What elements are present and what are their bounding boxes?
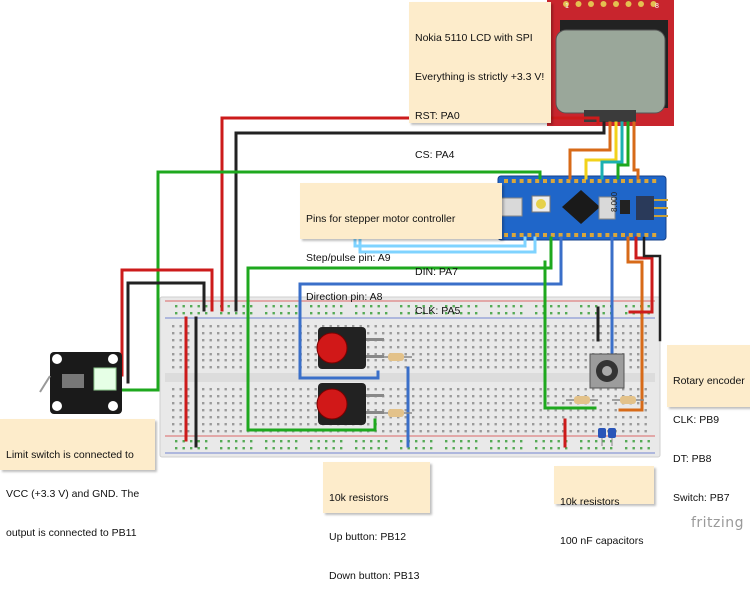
- note-stepper-line: Direction pin: A8: [306, 291, 383, 303]
- breadboard: [159, 296, 661, 458]
- limit-switch-module: [39, 352, 122, 414]
- note-buttons-line: 10k resistors: [329, 492, 389, 504]
- note-limit-line: VCC (+3.3 V) and GND. The: [6, 488, 140, 500]
- note-stepper-line: Pins for stepper motor controller: [306, 213, 456, 225]
- note-caps-line: 10k resistors: [560, 496, 620, 508]
- note-lcd: Nokia 5110 LCD with SPI Everything is st…: [409, 2, 551, 317]
- resistor-down: [380, 409, 412, 417]
- fritzing-logo: fritzing: [690, 515, 744, 531]
- note-lcd-line: DIN: PA7: [415, 266, 458, 278]
- note-encoder-line: DT: PB8: [673, 453, 712, 465]
- note-encoder-line: CLK: PB9: [673, 414, 720, 426]
- note-buttons-line: Down button: PB13: [329, 570, 420, 582]
- note-limit-line: output is connected to PB11: [6, 527, 137, 539]
- note-stepper-line: Step/pulse pin: A9: [306, 252, 391, 264]
- capacitors: [598, 428, 616, 446]
- note-caps-line: 100 nF capacitors: [560, 535, 644, 547]
- nokia-5110-lcd: 1 8: [547, 0, 674, 126]
- note-capacitors: 10k resistors 100 nF capacitors: [554, 466, 654, 547]
- note-lcd-line: CLK: PA5: [415, 305, 461, 317]
- note-limit-line: Limit switch is connected to: [6, 449, 134, 461]
- note-lcd-line: Everything is strictly +3.3 V!: [415, 71, 545, 83]
- note-stepper: Pins for stepper motor controller Step/p…: [300, 183, 502, 303]
- resistor-encoder-1: [566, 396, 598, 404]
- note-encoder: Rotary encoder CLK: PB9 DT: PB8 Switch: …: [667, 345, 750, 504]
- note-buttons-line: Up button: PB12: [329, 531, 407, 543]
- note-limit-switch: Limit switch is connected to VCC (+3.3 V…: [0, 419, 155, 539]
- note-lcd-line: Nokia 5110 LCD with SPI: [415, 32, 533, 44]
- crystal-label: 8.000: [610, 191, 619, 212]
- note-lcd-line: CS: PA4: [415, 149, 455, 161]
- lcd-pin-label-1: 1: [565, 3, 569, 10]
- stm32-blue-pill: 8.000: [497, 175, 668, 241]
- note-buttons: 10k resistors Up button: PB12 Down butto…: [323, 462, 430, 582]
- circuit-diagram: 1 8 8.000: [39, 0, 674, 458]
- down-button: [316, 383, 384, 425]
- rotary-encoder: [589, 353, 625, 389]
- resistor-encoder-2: [612, 396, 644, 404]
- up-button: [316, 327, 384, 369]
- resistor-up: [380, 353, 412, 361]
- lcd-pin-label-8: 8: [655, 3, 659, 10]
- note-encoder-line: Switch: PB7: [673, 492, 730, 504]
- note-encoder-line: Rotary encoder: [673, 375, 745, 387]
- note-lcd-line: RST: PA0: [415, 110, 460, 122]
